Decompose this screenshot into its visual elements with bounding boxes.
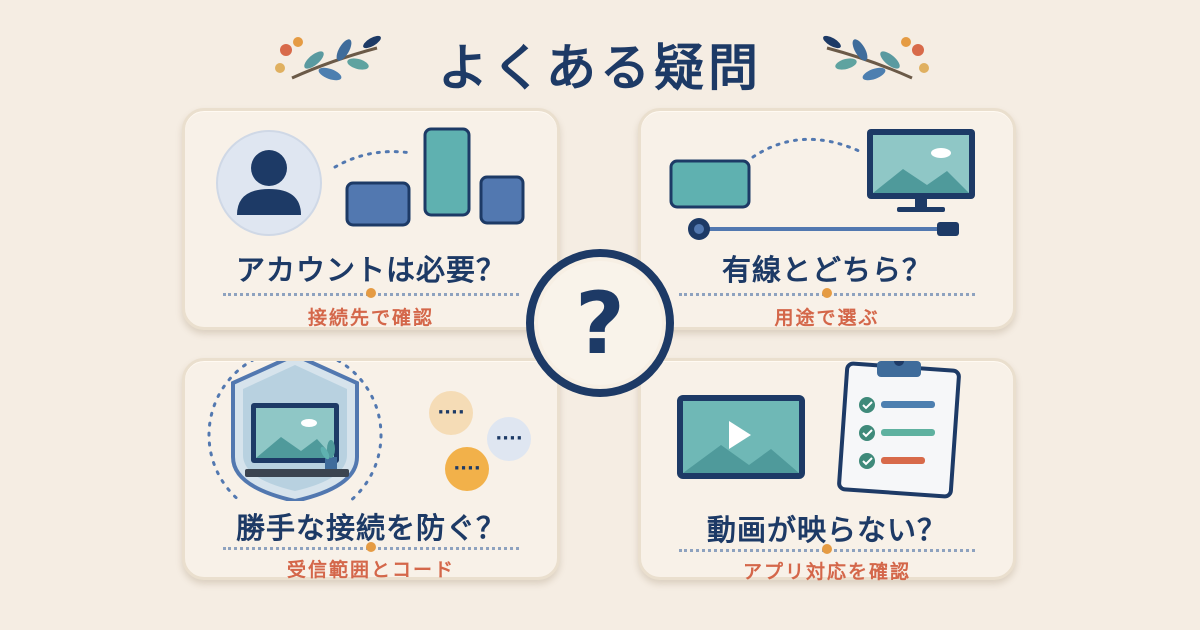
card-question: 有線とどちら？ xyxy=(721,253,932,287)
card-answer: 接続先で確認 xyxy=(307,307,434,329)
svg-text:····: ···· xyxy=(453,458,480,479)
smartphone-tall-icon xyxy=(423,127,471,217)
chat-bubble-icon: ···· xyxy=(487,417,531,461)
video-player-icon xyxy=(677,395,805,479)
divider-dot xyxy=(366,542,376,552)
clipboard-checklist-icon xyxy=(837,361,961,499)
mobile-device-icon xyxy=(669,159,751,209)
question-mark-icon: ? xyxy=(526,249,674,397)
smartphone-small-icon xyxy=(479,175,525,225)
card-question: 勝手な接続を防ぐ？ xyxy=(235,511,506,545)
leaf-branch-right-icon xyxy=(823,35,929,81)
svg-text:····: ···· xyxy=(437,402,464,423)
security-shield-illustration: ···· ···· ···· xyxy=(207,361,531,501)
tablet-icon xyxy=(345,181,411,227)
plant-icon xyxy=(320,440,337,469)
card-answer: アプリ対応を確認 xyxy=(742,561,911,583)
card-question: 動画が映らない？ xyxy=(706,513,947,547)
card-answer: 用途で選ぶ xyxy=(774,307,880,329)
divider-dot xyxy=(822,544,832,554)
card-answer: 受信範囲とコード xyxy=(286,559,455,581)
leaf-branch-left-icon xyxy=(275,35,381,81)
wired-vs-wireless-illustration xyxy=(669,129,975,240)
faq-card-wired: 有線とどちら？ 用途で選ぶ xyxy=(638,108,1016,330)
svg-text:····: ···· xyxy=(495,428,522,449)
chat-bubble-icon: ···· xyxy=(445,447,489,491)
monitor-icon xyxy=(867,129,975,212)
card-question: アカウントは必要？ xyxy=(235,253,506,287)
cable-icon xyxy=(688,218,959,240)
chat-bubble-icon: ···· xyxy=(429,391,473,435)
faq-card-security: ···· ···· ···· 勝手な接続を防ぐ？ 受信範囲とコード xyxy=(182,358,560,581)
center-badge-symbol: ? xyxy=(575,274,625,374)
tv-icon xyxy=(245,403,349,477)
divider-dot xyxy=(366,288,376,298)
divider-dot xyxy=(822,288,832,298)
faq-card-video: 動画が映らない？ アプリ対応を確認 xyxy=(638,358,1016,583)
video-checklist-illustration xyxy=(677,361,961,499)
user-avatar-icon xyxy=(216,130,322,236)
faq-card-account: アカウントは必要？ 接続先で確認 xyxy=(182,108,560,330)
page-title: よくある疑問 xyxy=(438,39,762,97)
account-devices-illustration xyxy=(216,127,525,236)
